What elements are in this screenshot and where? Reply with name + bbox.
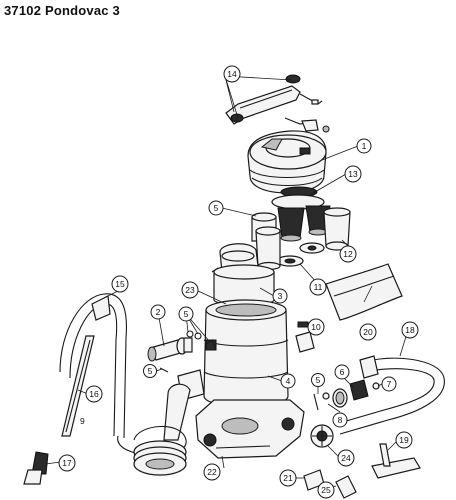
- callout-20: 20: [359, 323, 377, 341]
- callout-10: 10: [307, 318, 325, 336]
- svg-text:7: 7: [387, 379, 392, 389]
- callout-5-left-lower: 5: [143, 364, 157, 378]
- svg-text:8: 8: [338, 415, 343, 425]
- flexible-strip: [325, 263, 403, 321]
- label-9: 9: [80, 416, 85, 426]
- callout-14: 14: [223, 65, 241, 83]
- svg-text:15: 15: [115, 279, 125, 289]
- svg-text:18: 18: [405, 325, 415, 335]
- small-brush: [335, 475, 357, 499]
- callout-7: 7: [381, 376, 397, 392]
- svg-text:3: 3: [278, 291, 283, 301]
- callout-18: 18: [401, 321, 419, 339]
- callout-4: 4: [280, 373, 296, 389]
- callout-12: 12: [339, 245, 357, 263]
- hose-connector: [147, 337, 193, 362]
- floor-tool: [371, 443, 421, 479]
- callout-5-top: 5: [208, 200, 224, 216]
- callout-6: 6: [334, 364, 350, 380]
- clamp: [295, 321, 315, 353]
- callout-23: 23: [181, 281, 199, 299]
- hose-coupling: [349, 379, 380, 401]
- svg-text:5: 5: [148, 366, 153, 376]
- svg-text:10: 10: [311, 322, 321, 332]
- svg-text:5: 5: [316, 375, 321, 385]
- callout-5-right: 5: [311, 373, 325, 387]
- suction-hose: [335, 355, 445, 435]
- svg-text:6: 6: [340, 367, 345, 377]
- callout-21: 21: [279, 469, 297, 487]
- svg-text:4: 4: [286, 376, 291, 386]
- svg-text:13: 13: [348, 169, 358, 179]
- base-dolly: [195, 399, 305, 459]
- svg-text:21: 21: [283, 473, 293, 483]
- svg-text:20: 20: [363, 327, 373, 337]
- callout-25: 25: [317, 481, 335, 499]
- inlet-hose: [59, 293, 187, 476]
- callout-15: 15: [111, 275, 129, 293]
- svg-text:12: 12: [343, 249, 353, 259]
- svg-text:19: 19: [399, 435, 409, 445]
- filter-holders: [271, 194, 331, 242]
- nozzle-tip: [23, 451, 49, 485]
- svg-text:14: 14: [227, 69, 237, 79]
- svg-text:24: 24: [341, 453, 351, 463]
- svg-text:5: 5: [184, 309, 189, 319]
- callout-8: 8: [332, 412, 348, 428]
- clips-5: [159, 330, 217, 373]
- callout-13: 13: [344, 165, 362, 183]
- svg-text:23: 23: [185, 285, 195, 295]
- page-title: 37102 Pondovac 3: [4, 3, 120, 18]
- svg-text:1: 1: [362, 141, 367, 151]
- svg-text:5: 5: [214, 203, 219, 213]
- callout-5-left-upper: 5: [178, 306, 194, 322]
- small-fittings: [313, 388, 348, 411]
- outlet-pipe: [163, 369, 205, 441]
- svg-text:22: 22: [207, 467, 217, 477]
- callout-24: 24: [337, 449, 355, 467]
- handle-assembly: [225, 74, 330, 133]
- svg-text:2: 2: [156, 307, 161, 317]
- svg-text:25: 25: [321, 485, 331, 495]
- extension-tubes: [61, 335, 95, 437]
- filter-caps: [276, 242, 325, 267]
- svg-text:11: 11: [314, 282, 323, 292]
- callout-2: 2: [150, 304, 166, 320]
- svg-text:17: 17: [62, 458, 72, 468]
- callout-19: 19: [395, 431, 413, 449]
- svg-text:16: 16: [89, 389, 99, 399]
- callout-1: 1: [356, 138, 372, 154]
- filter-disc: [310, 424, 334, 448]
- callout-16: 16: [85, 385, 103, 403]
- filter-sleeves-5: [251, 212, 281, 271]
- callout-17: 17: [58, 454, 76, 472]
- callout-22: 22: [203, 463, 221, 481]
- callout-3: 3: [272, 288, 288, 304]
- callout-11: 11: [309, 278, 327, 296]
- motor-head: [247, 130, 327, 198]
